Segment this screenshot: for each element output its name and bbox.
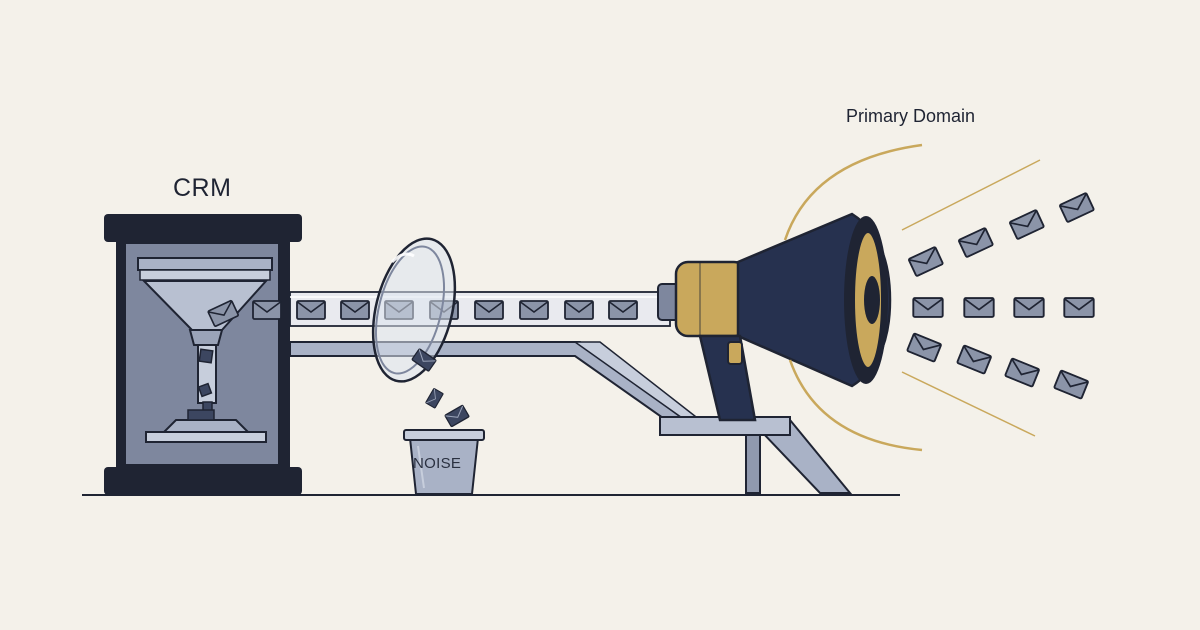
envelope-icon	[907, 245, 945, 278]
envelope-icon	[957, 226, 995, 259]
envelope-icon	[1058, 191, 1096, 224]
broadcast-envelopes	[906, 191, 1096, 400]
envelope-icon	[1053, 369, 1090, 400]
envelope-icon	[906, 332, 943, 363]
envelope-icon	[340, 300, 370, 320]
rejected-envelopes	[411, 347, 470, 428]
hourglass-icon	[104, 214, 302, 495]
envelope-icon	[608, 300, 638, 320]
crm-label: CRM	[173, 174, 232, 202]
envelope-icon	[1008, 208, 1046, 241]
noise-bin-label: NOISE	[413, 455, 462, 472]
envelope-icon	[564, 300, 594, 320]
sound-waves	[783, 143, 1041, 452]
envelope-icon	[963, 297, 995, 318]
support-rail	[289, 341, 853, 494]
primary-domain-label: Primary Domain	[846, 106, 976, 126]
envelope-icon	[1063, 297, 1095, 318]
envelope-icon	[444, 404, 470, 428]
magnifying-lens-icon	[371, 237, 457, 383]
trash-bin-icon	[403, 429, 485, 495]
envelope-icon	[1013, 297, 1045, 318]
envelope-icon	[252, 300, 282, 320]
envelope-icon	[912, 297, 944, 318]
megaphone-icon	[657, 212, 892, 422]
envelope-icon	[519, 300, 549, 320]
envelope-icon	[1004, 357, 1041, 388]
envelope-icon	[296, 300, 326, 320]
envelope-icon	[424, 387, 444, 409]
envelope-icon	[956, 344, 993, 375]
envelope-icon	[474, 300, 504, 320]
